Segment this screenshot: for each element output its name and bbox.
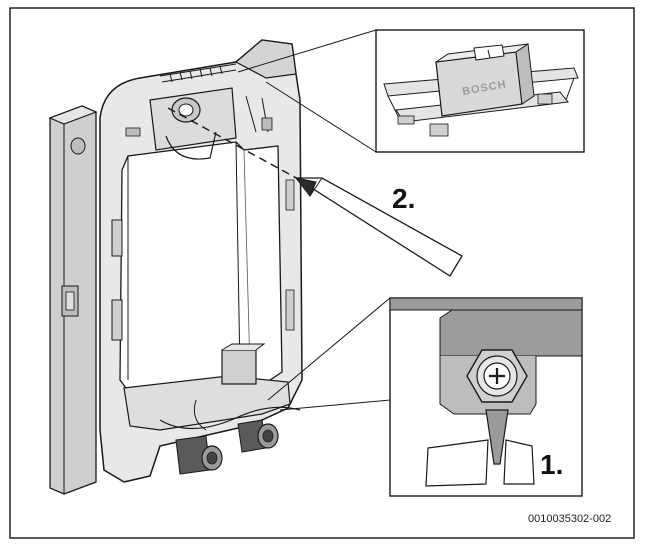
figure-code: 0010035302-002	[528, 513, 611, 525]
bottom-valves	[159, 399, 301, 475]
inset-valve-detail	[389, 297, 583, 497]
step-1-label: 1.	[540, 449, 563, 480]
callout-lines	[237, 29, 391, 411]
inset-level-detail: BOSCH	[375, 29, 585, 153]
pencil	[293, 177, 463, 277]
mounting-rail	[48, 105, 98, 495]
mounting-frame	[99, 39, 303, 483]
step-2-label: 2.	[392, 183, 415, 214]
